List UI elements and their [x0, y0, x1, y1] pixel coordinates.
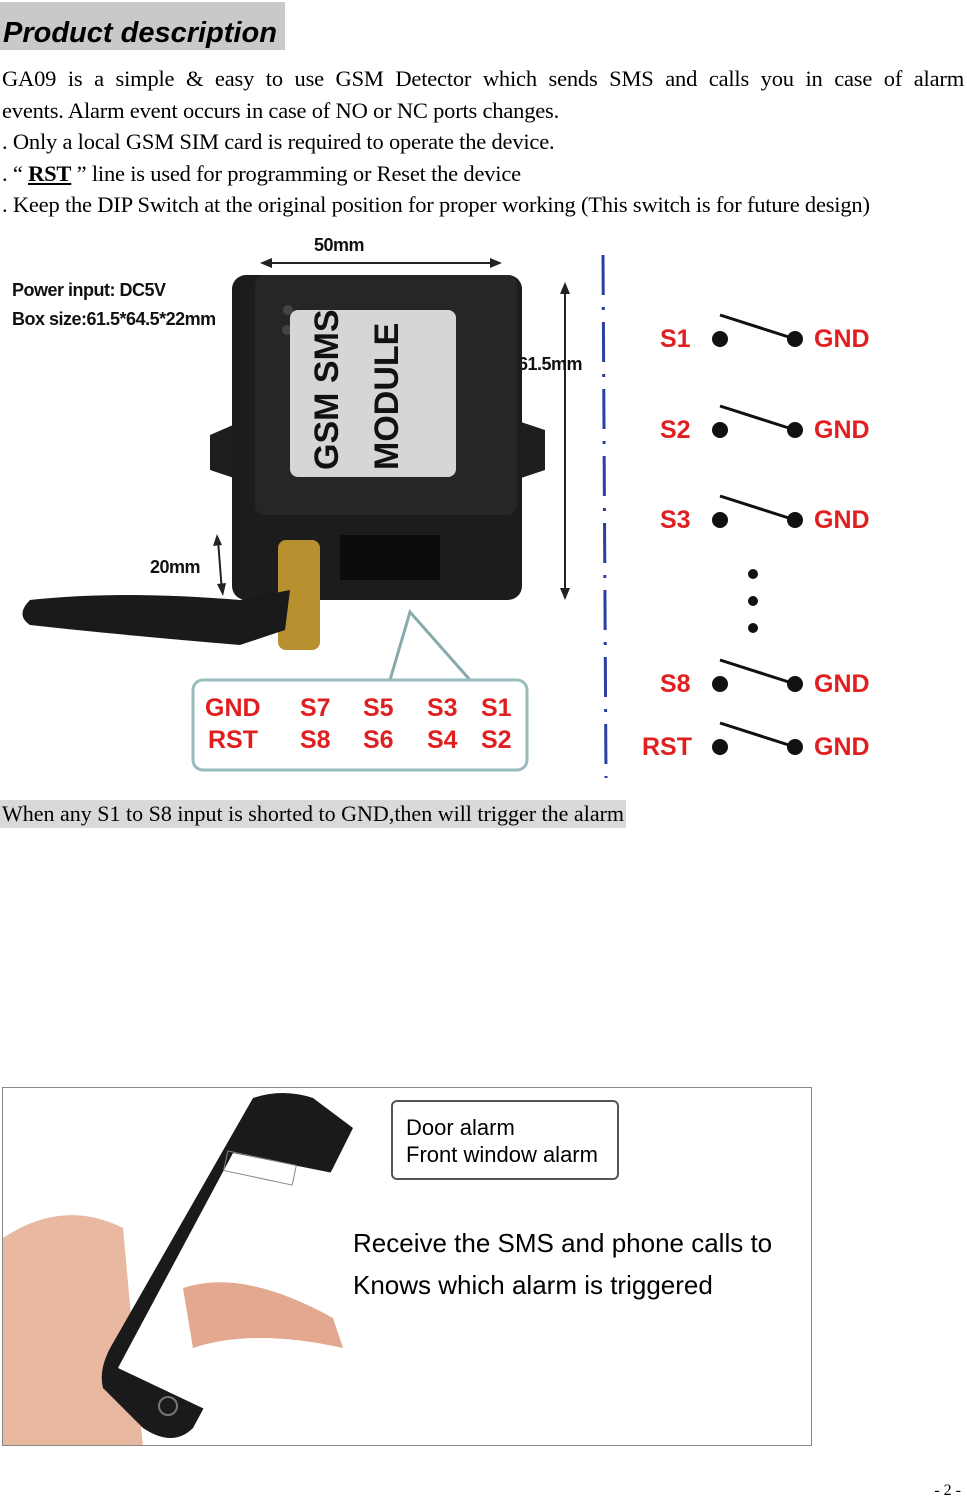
- pin-label: S1: [481, 694, 512, 722]
- height-label: 61.5mm: [518, 354, 582, 374]
- switch-gnd-label: GND: [814, 506, 870, 534]
- switch-gnd-label: GND: [814, 325, 870, 353]
- sms-line: Door alarm: [406, 1115, 515, 1140]
- switch-gnd-label: GND: [814, 670, 870, 698]
- paragraph-line: GA09 is a simple & easy to use GSM Detec…: [2, 66, 964, 91]
- text: . “: [2, 161, 29, 186]
- pin-label: S5: [363, 694, 394, 722]
- bullet-line: . “ RST ” line is used for programming o…: [2, 161, 521, 187]
- switch-rst: RST GND: [642, 721, 870, 761]
- pin-label: GND: [205, 694, 261, 722]
- wiring-diagram: 50mm 61.5mm 20mm Power input: DC5V Box s…: [12, 235, 870, 779]
- sms-bubble: Door alarm Front window alarm: [391, 1100, 619, 1180]
- section-title: Product description: [0, 2, 285, 50]
- box-size-label: Box size:61.5*64.5*22mm: [12, 309, 216, 329]
- phone-photo: Door alarm Front window alarm Receive th…: [2, 1087, 812, 1446]
- pin-label: S7: [300, 694, 331, 722]
- switch-input-label: S8: [660, 670, 691, 698]
- switch-input-label: S3: [660, 506, 691, 534]
- rst-emphasis: RST: [28, 161, 72, 186]
- switch-s2: S2 GND: [660, 404, 870, 444]
- paragraph-line: events. Alarm event occurs in case of NO…: [2, 98, 560, 123]
- diagram-caption: When any S1 to S8 input is shorted to GN…: [0, 800, 627, 828]
- pin-label: S6: [363, 726, 394, 754]
- bullet-line: . Only a local GSM SIM card is required …: [2, 129, 555, 154]
- photo-text: Knows which alarm is triggered: [353, 1270, 713, 1300]
- module-label-1: GSM SMS: [308, 309, 346, 470]
- switch-s8: S8 GND: [660, 658, 870, 698]
- pin-label: S2: [481, 726, 512, 754]
- module-label-2: MODULE: [368, 323, 406, 470]
- pin-label: RST: [208, 726, 258, 754]
- pin-label: S4: [427, 726, 458, 754]
- module-photo: GSM SMS MODULE: [22, 275, 545, 650]
- switch-s3: S3 GND: [660, 494, 870, 534]
- page-number: - 2 -: [934, 1482, 961, 1499]
- switch-gnd-label: GND: [814, 416, 870, 444]
- hand-phone-illustration: [3, 1093, 353, 1445]
- switch-input-label: S2: [660, 416, 691, 444]
- sms-line: Front window alarm: [406, 1142, 598, 1167]
- switch-s1: S1 GND: [660, 313, 870, 353]
- pin-label: S8: [300, 726, 331, 754]
- photo-text: Receive the SMS and phone calls to: [353, 1228, 773, 1258]
- power-label: Power input: DC5V: [12, 280, 166, 300]
- bullet-line: . Keep the DIP Switch at the original po…: [2, 192, 870, 217]
- pin-label: S3: [427, 694, 458, 722]
- text: ” line is used for programming or Reset …: [71, 161, 521, 186]
- switch-gnd-label: GND: [814, 733, 870, 761]
- depth-label: 20mm: [150, 557, 200, 577]
- switch-input-label: RST: [642, 733, 692, 761]
- width-label: 50mm: [314, 235, 364, 255]
- switch-input-label: S1: [660, 325, 691, 353]
